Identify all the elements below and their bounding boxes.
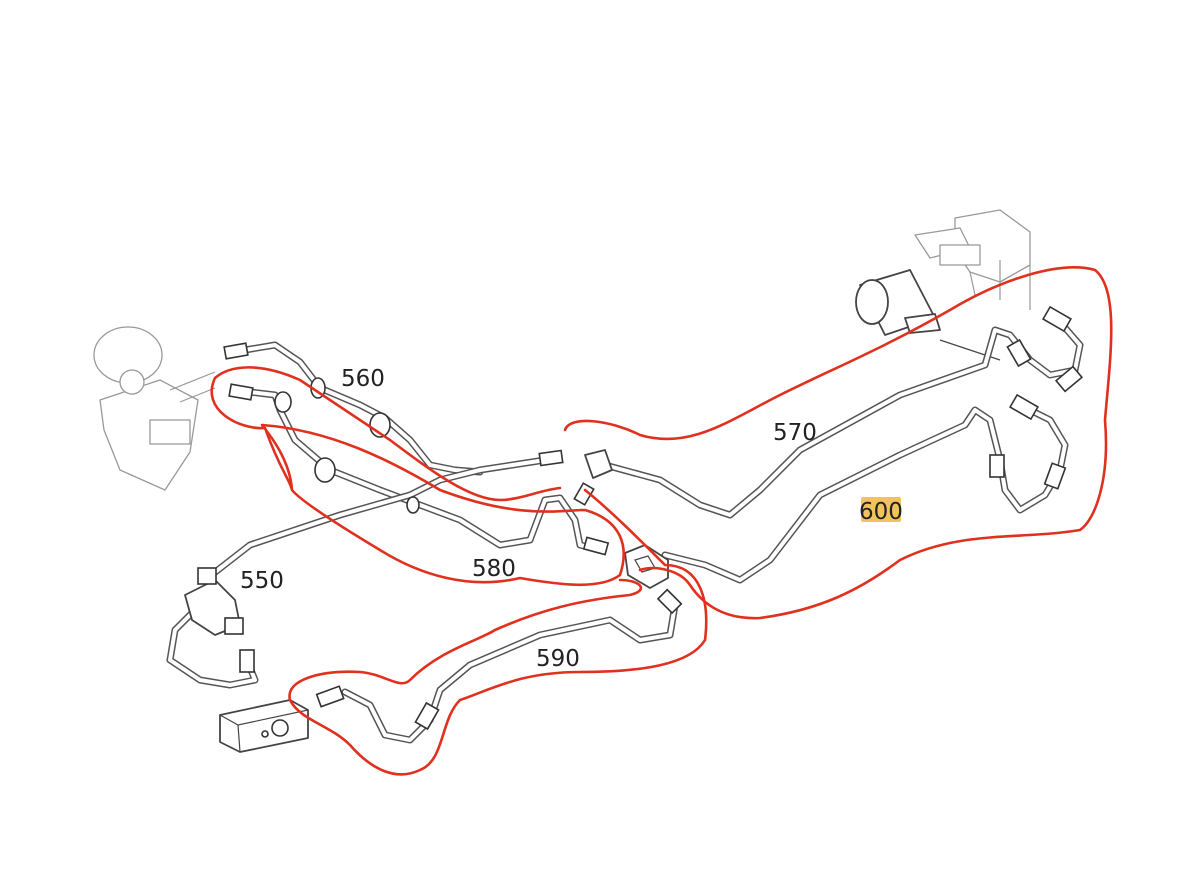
distribution-block [219,699,309,753]
label-560: 560 [341,366,385,392]
label-550: 550 [240,568,284,594]
pipe-600 [661,406,1069,584]
label-580: 580 [472,556,516,582]
pipe-550 [166,456,549,689]
label-600: 600 [859,499,903,525]
t-junction-left [184,567,244,636]
pipe-590 [341,601,679,744]
faint-master-cylinder [93,326,216,491]
label-590: 590 [536,646,580,672]
red-loop-600 [563,266,1113,620]
red-loop-580 [210,376,625,587]
valve-block-top-right [914,209,1031,310]
accumulator-canister [855,269,1001,361]
pipe-580 [246,388,604,554]
pipe-560 [241,341,484,476]
fittings [223,305,1084,731]
red-annotations [210,266,1113,776]
red-loop-580-top [213,366,562,502]
label-600-highlight [861,497,901,522]
label-570: 570 [773,420,817,446]
red-loop-590 [288,488,708,776]
